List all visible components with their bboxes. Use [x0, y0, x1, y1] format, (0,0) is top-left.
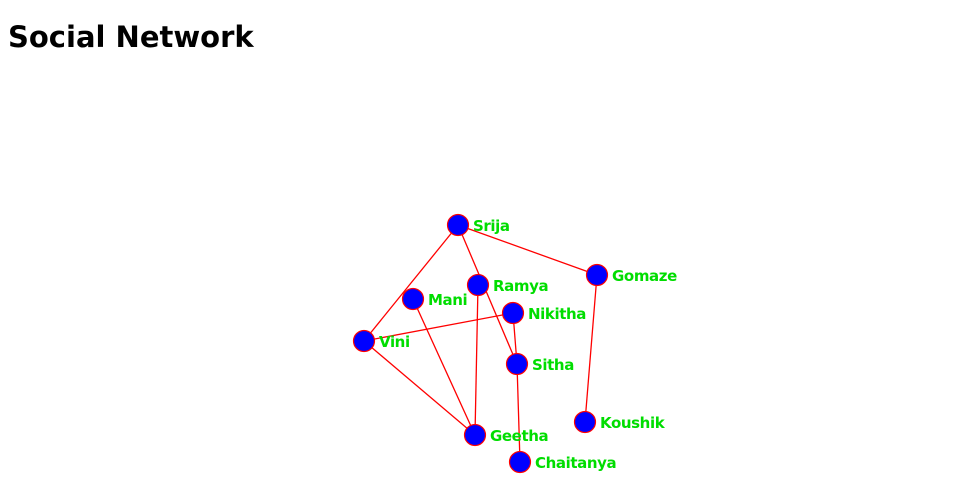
- node-ramya[interactable]: Ramya: [466, 273, 549, 297]
- edge-sitha-chaitanya: [516, 363, 521, 463]
- node-srija[interactable]: Srija: [446, 213, 510, 237]
- edge-srija-sitha: [457, 224, 518, 365]
- edge-vini-geetha: [363, 340, 476, 436]
- page-title: Social Network: [8, 20, 254, 54]
- node-label: Geetha: [490, 427, 548, 445]
- node-koushik[interactable]: Koushik: [573, 410, 666, 434]
- node-label: Vini: [379, 333, 410, 351]
- node-circle[interactable]: [505, 352, 529, 376]
- node-sitha[interactable]: Sitha: [505, 352, 574, 376]
- node-label: Koushik: [600, 414, 666, 432]
- node-vini[interactable]: Vini: [352, 329, 410, 353]
- nodes-layer: SrijaGomazeRamyaManiNikithaViniSithaKous…: [352, 213, 678, 474]
- node-circle[interactable]: [463, 423, 487, 447]
- node-nikitha[interactable]: Nikitha: [501, 301, 586, 325]
- edge-srija-gomaze: [457, 224, 598, 276]
- node-circle[interactable]: [401, 287, 425, 311]
- node-circle[interactable]: [573, 410, 597, 434]
- node-gomaze[interactable]: Gomaze: [585, 263, 678, 287]
- node-circle[interactable]: [508, 450, 532, 474]
- node-label: Gomaze: [612, 267, 677, 285]
- node-circle[interactable]: [501, 301, 525, 325]
- node-label: Sitha: [532, 356, 574, 374]
- edge-gomaze-koushik: [584, 274, 598, 423]
- node-circle[interactable]: [466, 273, 490, 297]
- node-circle[interactable]: [446, 213, 470, 237]
- node-label: Mani: [428, 291, 467, 309]
- edge-mani-geetha: [412, 298, 476, 436]
- node-label: Chaitanya: [535, 454, 616, 472]
- edge-ramya-geetha: [474, 284, 479, 436]
- edge-srija-vini: [363, 224, 459, 342]
- node-mani[interactable]: Mani: [401, 287, 468, 311]
- node-geetha[interactable]: Geetha: [463, 423, 549, 447]
- node-circle[interactable]: [585, 263, 609, 287]
- node-chaitanya[interactable]: Chaitanya: [508, 450, 617, 474]
- edge-vini-nikitha: [363, 312, 514, 342]
- node-circle[interactable]: [352, 329, 376, 353]
- node-label: Srija: [473, 217, 510, 235]
- node-label: Ramya: [493, 277, 548, 295]
- node-label: Nikitha: [528, 305, 586, 323]
